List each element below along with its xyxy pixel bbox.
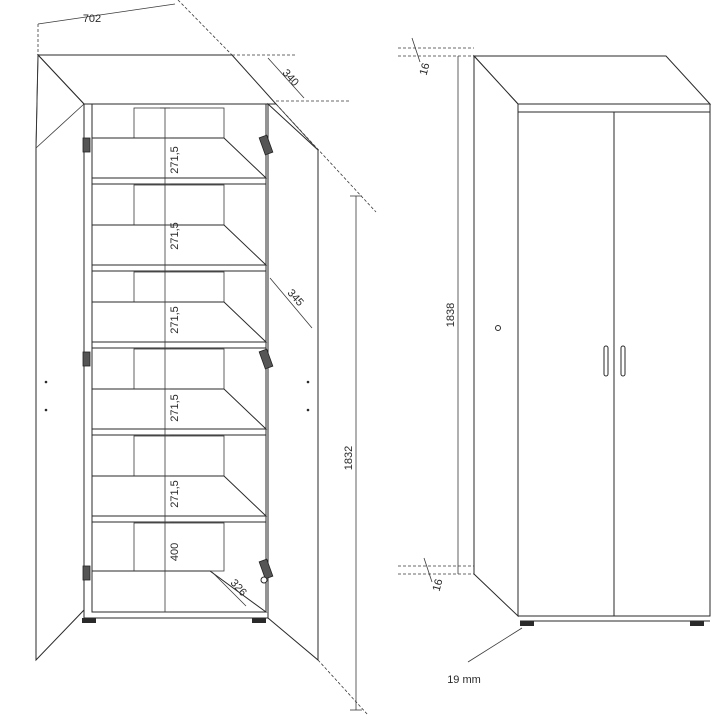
shelf-4 — [91, 388, 268, 430]
open-cabinet-view: 271,5 271,5 271,5 271,5 271,5 400 702 34… — [35, 0, 377, 716]
shelf-2 — [91, 224, 268, 266]
hinge-icon — [258, 134, 274, 156]
depth-dimension-line — [267, 57, 305, 99]
front-right-foot — [690, 621, 704, 626]
hinge-icon — [258, 348, 274, 370]
depth-label: 340 — [280, 67, 301, 89]
bottom-thickness-label: 16 — [431, 578, 446, 593]
shelf-gap-label-4: 271,5 — [169, 394, 181, 422]
bottom-gap-label: 400 — [169, 543, 181, 561]
hinge-icon — [258, 558, 274, 580]
inner-depth-dimension-line — [269, 277, 313, 329]
plinth-dimension-line — [467, 627, 523, 663]
closed-cabinet-view: 1838 16 16 19 mm — [398, 37, 712, 686]
top-thickness-dimension-line — [411, 37, 421, 63]
closed-side-panel — [473, 54, 519, 618]
left-door-inner-edge — [35, 103, 85, 149]
right-foot — [252, 618, 266, 623]
shelf-1 — [91, 137, 268, 179]
width-dimension-line — [37, 3, 176, 25]
height-closed-label: 1838 — [445, 303, 457, 327]
bottom-panel — [91, 570, 268, 613]
hinge-icon — [82, 137, 91, 153]
shelf-gap-label-5: 271,5 — [169, 480, 181, 508]
bottom-depth-dimension-line — [211, 571, 247, 607]
shelf-5 — [91, 475, 268, 517]
top-thickness-label: 16 — [418, 62, 433, 77]
hinges — [82, 134, 274, 581]
left-foot — [82, 618, 96, 623]
right-door — [267, 102, 319, 662]
width-label: 702 — [83, 13, 101, 25]
shelf-gap-label-2: 271,5 — [169, 222, 181, 250]
shelf-3 — [91, 301, 268, 343]
lock-icon — [260, 576, 268, 584]
right-handle-icon — [620, 345, 626, 377]
front-left-foot — [520, 621, 534, 626]
left-door-edge — [35, 54, 39, 149]
hinge-icon — [82, 351, 91, 367]
side-lock-icon — [495, 325, 501, 331]
shelf-gap-label-3: 271,5 — [169, 306, 181, 334]
bottom-thickness-dimension-line — [423, 557, 433, 583]
hinge-icon — [82, 565, 91, 581]
left-door — [35, 53, 85, 662]
height-open-label: 1832 — [343, 446, 355, 470]
cabinet-carcass — [83, 103, 269, 619]
plinth-label: 19 mm — [447, 674, 481, 686]
left-handle-icon — [603, 345, 609, 377]
shelf-gap-label-1: 271,5 — [169, 146, 181, 174]
shelves — [91, 137, 268, 613]
